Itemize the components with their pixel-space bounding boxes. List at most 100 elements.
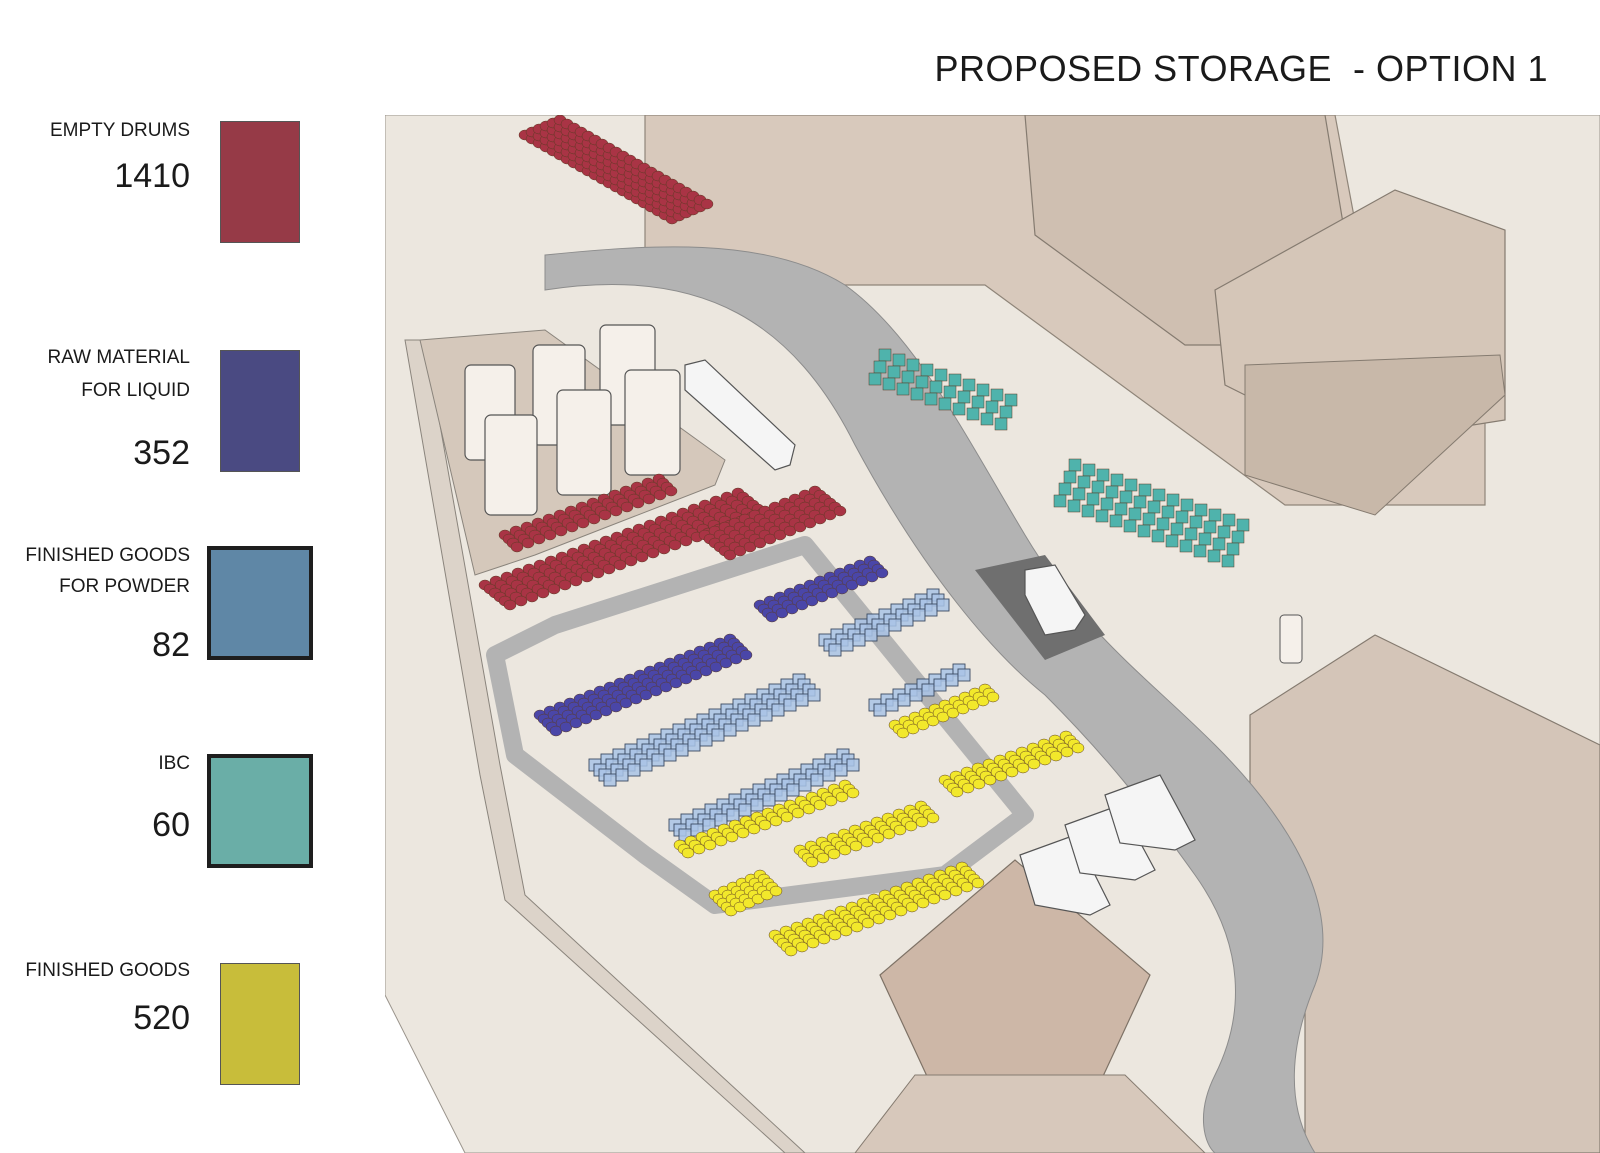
ibc-container [980,412,994,426]
legend-swatch [207,754,313,868]
main-road [544,246,1324,1153]
empty-drum [580,571,594,583]
finished-goods-drum [905,901,919,913]
empty-drum [565,521,579,533]
finished-goods-drum [850,921,864,933]
powder-rack [639,758,653,772]
powder-rack [876,623,890,637]
powder-rack [603,773,617,787]
finished-goods-drum [883,909,897,921]
ibc-container [1147,500,1161,514]
page-title: PROPOSED STORAGE - OPTION 1 [934,48,1548,89]
ibc-container [999,405,1013,419]
powder-rack [747,713,761,727]
finished-goods-drum [1049,750,1063,762]
ibc-container [1142,512,1156,526]
ibc-container [1128,507,1142,521]
left-boundary-wall [404,339,806,1153]
ibc-container [1208,508,1222,522]
empty-drum [679,535,693,547]
finished-goods-drum [816,852,830,864]
empty-drum [510,541,524,553]
finished-goods-drum [971,877,985,889]
finished-goods-drum [802,803,816,815]
powder-rack [771,703,785,717]
finished-goods-drum [828,929,842,941]
ibc-container [868,372,882,386]
ibc-container [1179,539,1193,553]
finished-goods-drum [805,856,819,868]
empty-drum [591,567,605,579]
finished-goods-drum [714,835,728,847]
powder-rack [822,768,836,782]
ibc-container [957,390,971,404]
ibc-container [1203,520,1217,534]
empty-drum [554,525,568,537]
ibc-container [952,402,966,416]
tanker-truck [684,359,796,471]
powder-rack [615,768,629,782]
finished-goods-drum [938,889,952,901]
ibc-container [906,358,920,372]
powder-rack [738,803,752,817]
finished-goods-drum [894,905,908,917]
ibc-container [1077,475,1091,489]
ibc-container [1175,510,1189,524]
ibc-container [1165,534,1179,548]
powder-rack [726,808,740,822]
empty-drum [657,543,671,555]
legend-count: 60 [152,806,190,844]
powder-rack [699,733,713,747]
legend-count: 1410 [114,157,190,195]
empty-drum [521,537,535,549]
powder-rack [627,763,641,777]
finished-goods-drum [747,823,761,835]
ibc-container [1151,529,1165,543]
empty-drum [525,591,539,603]
tank [484,414,538,516]
empty-drum [646,547,660,559]
empty-drum [642,493,656,505]
legend-swatch [220,963,300,1085]
ibc-container [1133,495,1147,509]
ibc-container [985,400,999,414]
finished-goods-drum [795,941,809,953]
empty-drum [602,563,616,575]
ibc-container [892,353,906,367]
legend-item-ibc: IBC 60 [0,748,330,873]
powder-rack [900,613,914,627]
ibc-container [1222,513,1236,527]
empty-drum [514,595,528,607]
empty-drum [833,505,847,517]
delivery-truck [1024,564,1086,636]
legend-label: FINISHED GOODS FOR POWDER [25,540,190,602]
ibc-container [873,360,887,374]
empty-drum [664,485,678,497]
finished-goods-drum [1005,766,1019,778]
finished-goods-drum [994,770,1008,782]
finished-goods-drum [780,811,794,823]
finished-goods-drum [769,815,783,827]
ibc-container [924,392,938,406]
powder-rack [663,748,677,762]
ibc-container [1058,482,1072,496]
empty-drum [620,501,634,513]
legend-item-finished-powder: FINISHED GOODS FOR POWDER 82 [0,540,330,665]
ibc-container [878,348,892,362]
pavilion-base [854,1074,1206,1153]
ibc-container [901,370,915,384]
ibc-container [1217,525,1231,539]
finished-goods-drum [824,795,838,807]
ibc-container [1184,527,1198,541]
ibc-container [990,388,1004,402]
finished-goods-drum [916,897,930,909]
powder-rack [888,618,902,632]
raw-material-drum [739,649,753,661]
ibc-container [1114,502,1128,516]
empty-drum [653,489,667,501]
legend-label: RAW MATERIAL FOR LIQUID [47,342,190,406]
empty-drum [558,579,572,591]
empty-drum [613,559,627,571]
finished-goods-drum [861,917,875,929]
empty-drum [624,555,638,567]
